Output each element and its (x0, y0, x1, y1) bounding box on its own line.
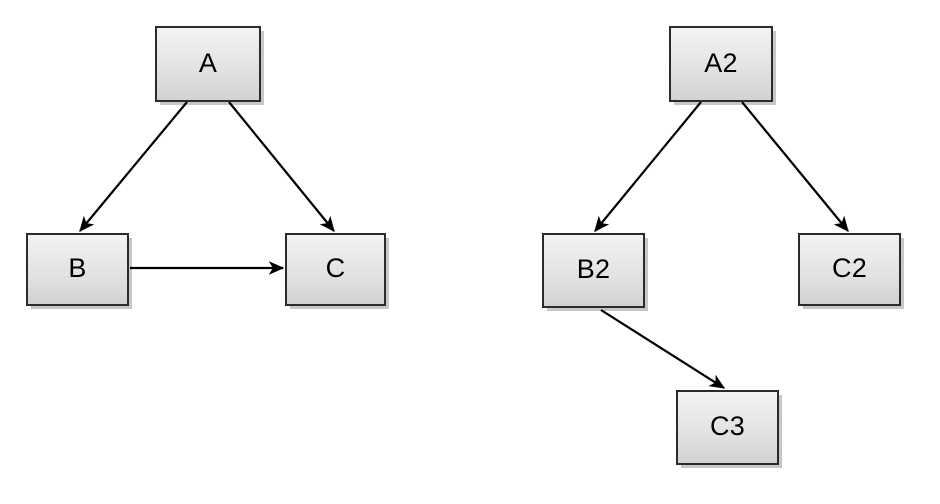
node-c3[interactable]: C3 (676, 390, 779, 465)
node-b2[interactable]: B2 (542, 233, 645, 308)
edges-group (79, 101, 849, 389)
node-c[interactable]: C (285, 233, 386, 306)
node-label: A (198, 47, 218, 78)
node-label: B2 (576, 254, 611, 284)
edge-a2-to-b2 (594, 101, 702, 232)
edge-a-to-b (79, 101, 188, 232)
edge-a2-to-c2 (741, 101, 849, 232)
edge-a-to-c (228, 101, 335, 232)
node-label: A2 (704, 47, 738, 78)
node-label: C (325, 253, 346, 283)
node-c2[interactable]: C2 (798, 233, 901, 306)
node-label: C2 (832, 253, 867, 283)
node-a2[interactable]: A2 (669, 26, 773, 102)
node-label: B (68, 253, 87, 283)
edge-b2-to-c3 (600, 309, 726, 389)
node-b[interactable]: B (26, 233, 129, 306)
node-a[interactable]: A (155, 26, 261, 102)
node-label: C3 (710, 411, 745, 441)
